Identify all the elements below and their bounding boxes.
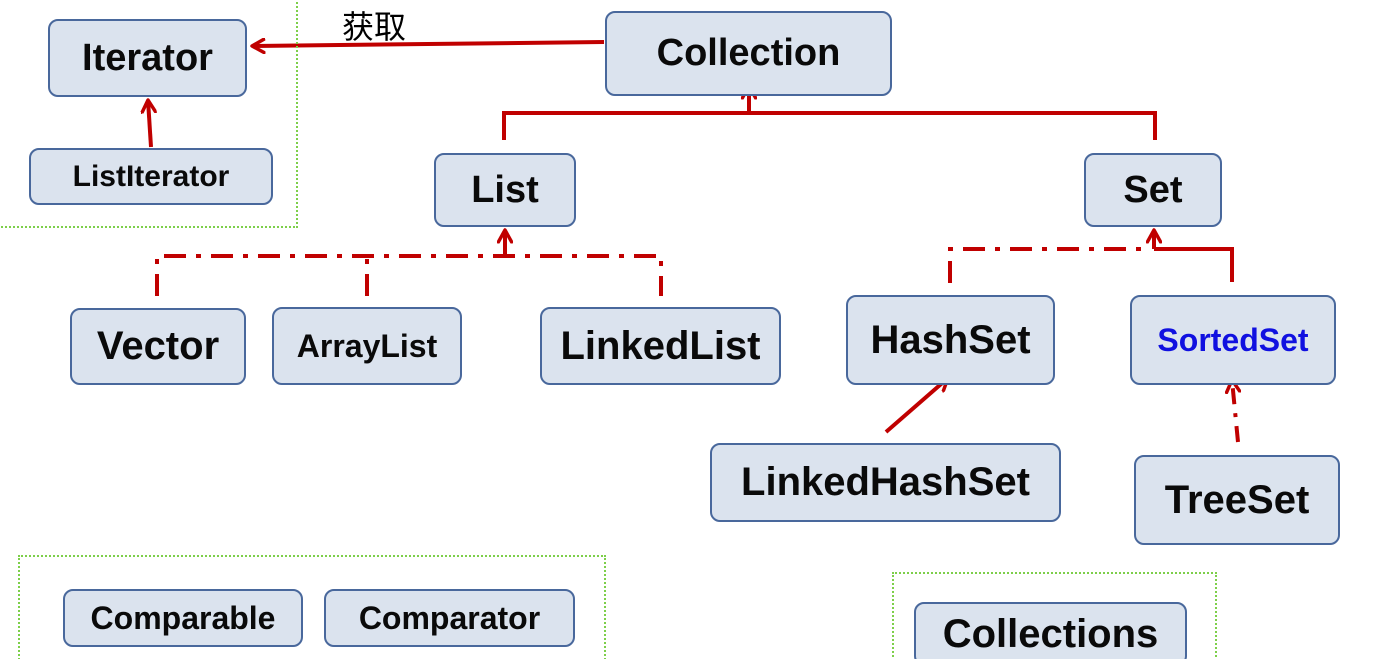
node-arraylist[interactable]: ArrayList [272, 307, 462, 385]
node-linkedhashset[interactable]: LinkedHashSet [710, 443, 1061, 522]
node-set[interactable]: Set [1084, 153, 1222, 227]
node-collection[interactable]: Collection [605, 11, 892, 96]
node-hashset[interactable]: HashSet [846, 295, 1055, 385]
node-treeset[interactable]: TreeSet [1134, 455, 1340, 545]
node-linkedlist[interactable]: LinkedList [540, 307, 781, 385]
edge-treeset-sortedset [1232, 380, 1238, 443]
node-vector[interactable]: Vector [70, 308, 246, 385]
edge-linkedhashset-hashset [884, 378, 948, 434]
edge-collection-iterator [252, 42, 605, 46]
comparable-group [18, 555, 606, 659]
edge-list-implementations [155, 230, 663, 296]
edge-set-implementations [948, 230, 1234, 283]
node-iterator[interactable]: Iterator [48, 19, 247, 97]
edge-listiterator-iterator [148, 100, 151, 148]
node-comparator[interactable]: Comparator [324, 589, 575, 647]
node-sortedset[interactable]: SortedSet [1130, 295, 1336, 385]
node-collections[interactable]: Collections [914, 602, 1187, 659]
node-comparable[interactable]: Comparable [63, 589, 303, 647]
edge-label-obtain: 获取 [342, 8, 407, 46]
collections-group [892, 572, 1217, 659]
node-listiterator[interactable]: ListIterator [29, 148, 273, 205]
iterator-group [0, 0, 298, 228]
node-list[interactable]: List [434, 153, 576, 227]
